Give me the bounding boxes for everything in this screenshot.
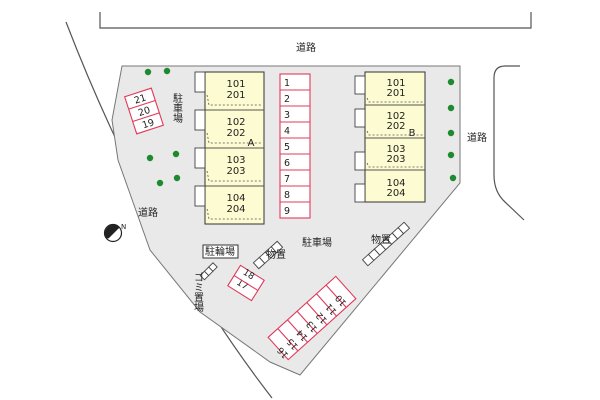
garbage-box <box>199 262 218 281</box>
building-b: 101 201 102 202 103 203 104 204 B <box>354 71 426 203</box>
tree <box>447 104 455 112</box>
tree <box>172 150 180 158</box>
building-b-outline <box>364 71 426 203</box>
parking-space-number: 3 <box>284 110 290 121</box>
parking-space-number: 2 <box>284 94 290 105</box>
stair-icon <box>194 71 206 93</box>
unit-upper: 102 <box>386 111 405 122</box>
road-edge-right <box>493 65 525 221</box>
storage-shed-left <box>252 240 284 270</box>
parking-space-number: 21 <box>133 92 148 106</box>
unit-lower: 204 <box>226 204 245 215</box>
bicycle-parking-box <box>202 244 239 259</box>
parking-space-number: 6 <box>284 158 290 169</box>
tree <box>447 78 455 86</box>
stair-icon <box>194 185 206 207</box>
parking-space-number: 1 <box>284 78 290 89</box>
tree <box>173 174 181 182</box>
bicycle-parking-label: 駐輪場 <box>205 245 235 258</box>
building-a: 101 201 102 202 103 203 104 204 A <box>194 71 265 225</box>
road-left-label: 道路 <box>138 206 158 219</box>
garbage-area-label: ゴミ置場 <box>192 271 204 313</box>
unit-upper: 104 <box>386 178 405 189</box>
trees <box>144 67 457 187</box>
tree <box>156 179 164 187</box>
tree <box>144 68 152 76</box>
unit-lower: 202 <box>386 121 405 132</box>
unit-upper: 103 <box>226 155 245 166</box>
unit-lower: 204 <box>386 188 405 199</box>
unit-lower: 203 <box>226 166 245 177</box>
tree <box>146 154 154 162</box>
road-top-label: 道路 <box>296 41 316 54</box>
unit-upper: 101 <box>226 79 245 90</box>
parking-space-number: 8 <box>284 190 290 201</box>
storage-label-left: 物置 <box>266 248 286 261</box>
stair-icon <box>194 147 206 169</box>
parking-center: 1 2 3 4 5 6 7 8 9 <box>279 73 311 219</box>
stair-icon <box>354 151 366 171</box>
parking-space-number: 4 <box>284 126 290 137</box>
tree <box>447 151 455 159</box>
parking-space-number: 20 <box>137 105 152 119</box>
storage-label-right: 物置 <box>371 233 391 246</box>
compass-icon: N <box>103 223 126 243</box>
unit-lower: 203 <box>386 154 405 165</box>
parking-space-number: 9 <box>284 206 290 217</box>
stair-icon <box>354 183 366 203</box>
parking-space-number: 7 <box>284 174 290 185</box>
tree <box>163 67 171 75</box>
building-a-label: A <box>248 138 255 149</box>
stair-icon <box>354 108 366 128</box>
tree <box>449 174 457 182</box>
unit-upper: 101 <box>386 78 405 89</box>
unit-lower: 202 <box>226 128 245 139</box>
parking-space-number: 19 <box>141 117 156 131</box>
storage-shed-right <box>361 221 411 267</box>
unit-upper: 102 <box>226 117 245 128</box>
stair-icon <box>354 75 366 95</box>
unit-lower: 201 <box>386 88 405 99</box>
stair-icon <box>194 109 206 131</box>
road-right-label: 道路 <box>467 131 487 144</box>
compass-letter: N <box>121 223 126 231</box>
parking-center-label: 駐車場 <box>302 236 332 249</box>
unit-lower: 201 <box>226 90 245 101</box>
tree <box>447 129 455 137</box>
parking-space-number: 5 <box>284 142 290 153</box>
parking-left-label: 駐車場 <box>171 92 183 124</box>
road-edge-top <box>99 12 532 29</box>
building-b-label: B <box>409 128 416 139</box>
unit-upper: 103 <box>386 144 405 155</box>
unit-upper: 104 <box>226 193 245 204</box>
